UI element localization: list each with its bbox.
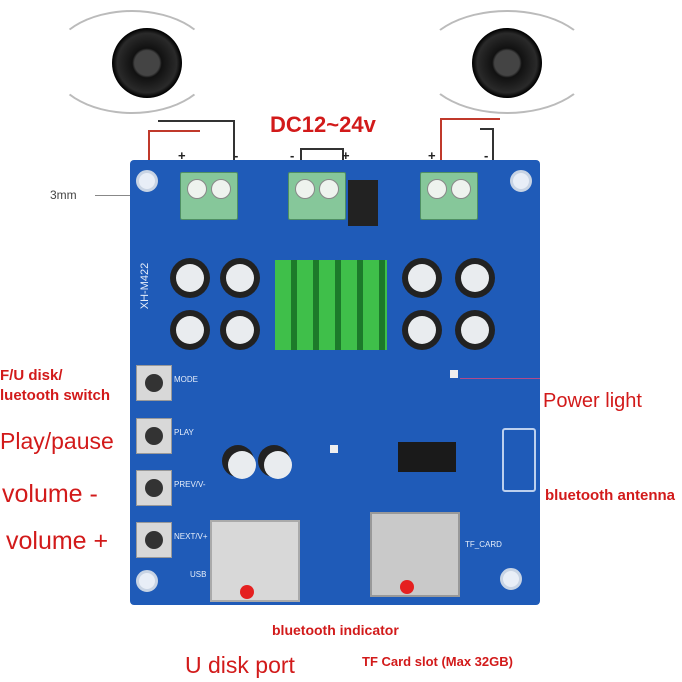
capacitor (402, 310, 442, 350)
hole-size-label: 3mm (50, 188, 77, 202)
play-button[interactable] (136, 418, 172, 454)
left-speaker-terminal (420, 172, 478, 220)
u-disk-label: U disk port (185, 652, 295, 678)
capacitor (222, 445, 256, 479)
board-model: XH-M422 (139, 262, 152, 310)
wire (480, 128, 494, 175)
amplifier-board: XH-M422 MODE PLAY PREV/V- NEXT/V+ USB TF… (130, 160, 540, 605)
pin-minus: - (290, 148, 295, 163)
pin-minus: - (484, 148, 489, 163)
wire (148, 130, 200, 177)
pin-plus: + (428, 148, 436, 163)
capacitor (455, 310, 495, 350)
bt-indicator-label: bluetooth indicator (272, 622, 399, 638)
capacitor (220, 258, 260, 298)
heatsink (275, 260, 387, 350)
sound-wave-icon (420, 10, 594, 114)
pointer-line (460, 378, 540, 379)
mode-button[interactable] (136, 365, 172, 401)
silk-usb: USB (190, 570, 207, 579)
switch-label-line2: luetooth switch (0, 387, 110, 404)
capacitor (455, 258, 495, 298)
mount-hole (510, 170, 532, 192)
tf-marker (400, 580, 414, 594)
pin-plus: + (342, 148, 350, 163)
capacitor (402, 258, 442, 298)
bt-antenna-label: bluetooth antenna (545, 487, 675, 504)
silk-next: NEXT/V+ (174, 532, 208, 541)
silk-tf: TF_CARD (465, 540, 502, 549)
diode (348, 180, 378, 226)
tf-slot-label: TF Card slot (Max 32GB) (362, 654, 513, 669)
right-speaker-terminal (180, 172, 238, 220)
capacitor (170, 258, 210, 298)
wire (440, 118, 500, 175)
play-pause-label: Play/pause (0, 428, 114, 454)
tf-card-slot[interactable] (370, 512, 460, 597)
silk-prev: PREV/V- (174, 480, 206, 489)
wire (158, 120, 235, 177)
capacitor (258, 445, 292, 479)
pin-minus: - (234, 148, 239, 163)
pointer-line (95, 195, 133, 196)
next-button[interactable] (136, 522, 172, 558)
pin-plus: + (178, 148, 186, 163)
mount-hole (136, 170, 158, 192)
bluetooth-led (330, 445, 338, 453)
switch-label-line1: F/U disk/ (0, 367, 63, 384)
power-terminal (288, 172, 346, 220)
left-speaker (112, 28, 182, 98)
mount-hole (500, 568, 522, 590)
right-speaker (472, 28, 542, 98)
power-light-label: Power light (543, 390, 642, 412)
prev-button[interactable] (136, 470, 172, 506)
bluetooth-antenna (502, 428, 536, 492)
power-input-label: DC12~24v (270, 112, 376, 137)
silk-mode: MODE (174, 375, 198, 384)
sound-wave-icon (50, 10, 214, 114)
usb-port[interactable] (210, 520, 300, 602)
power-led (450, 370, 458, 378)
usb-marker (240, 585, 254, 599)
silk-play: PLAY (174, 428, 194, 437)
mount-hole (136, 570, 158, 592)
capacitor (220, 310, 260, 350)
volume-up-label: volume + (6, 527, 109, 555)
audio-chip (398, 442, 456, 472)
capacitor (170, 310, 210, 350)
volume-down-label: volume - (2, 480, 98, 508)
